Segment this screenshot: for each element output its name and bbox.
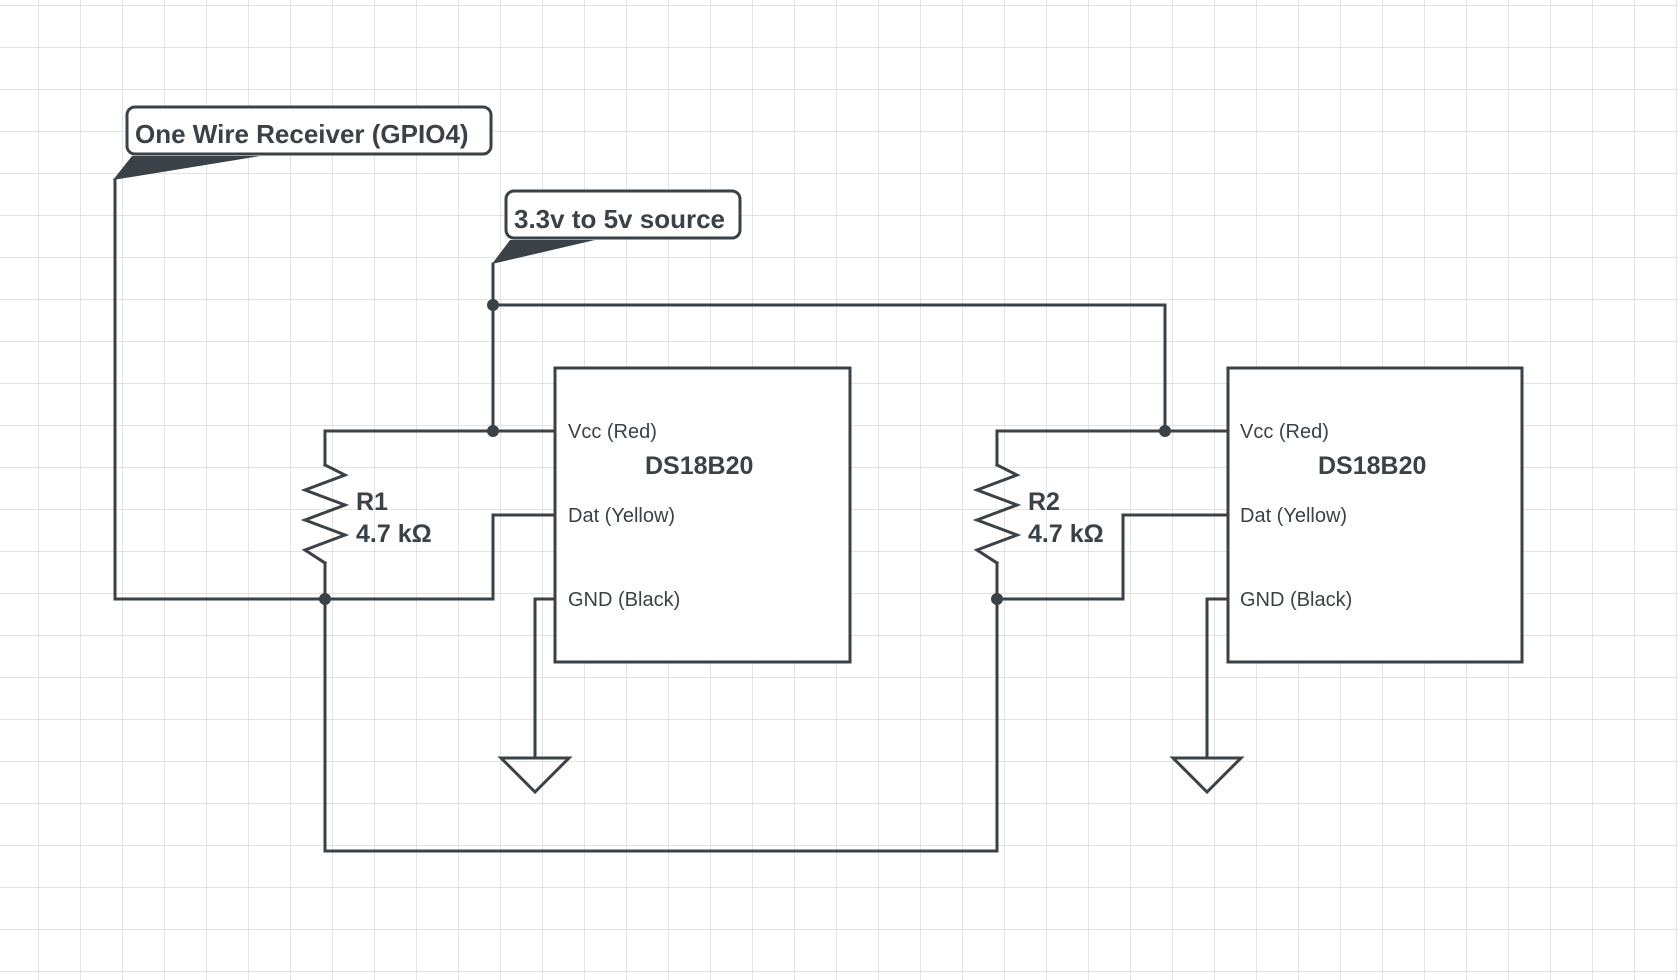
resistor-r2-zigzag [972, 462, 1022, 566]
source-label: 3.3v to 5v source [514, 204, 725, 234]
junction-vcc1 [487, 425, 499, 437]
ground-symbol-2 [1169, 756, 1245, 795]
sensor-1-body [553, 366, 852, 664]
power-bus-wire [491, 303, 1167, 433]
vcc2-wire [995, 429, 1230, 467]
gnd1-wire [533, 597, 557, 760]
junctions [319, 299, 1171, 605]
resistor-r1-zigzag [300, 462, 350, 566]
junction-data1 [319, 593, 331, 605]
dat1-wire [323, 513, 557, 601]
sensor-1-title: DS18B20 [645, 452, 753, 480]
junction-vcc2 [1159, 425, 1171, 437]
gpio-callout-tail [113, 156, 260, 180]
source-callout-tail [492, 240, 595, 264]
sensor-ds18b20-1: Vcc (Red) DS18B20 Dat (Yellow) GND (Blac… [553, 366, 852, 664]
resistor-r1-value: 4.7 kΩ [356, 520, 432, 548]
vcc1-wire [323, 429, 557, 467]
resistor-r2: R2 4.7 kΩ [972, 462, 1104, 566]
dat2-wire [995, 513, 1230, 601]
junction-power-bus [487, 299, 499, 311]
source-callout-box [504, 189, 742, 240]
gpio-label: One Wire Receiver (GPIO4) [135, 119, 469, 149]
sensor-2-vcc-label: Vcc (Red) [1240, 421, 1329, 443]
ground-symbol-1 [497, 756, 573, 795]
wires [113, 178, 1230, 853]
sensor-ds18b20-2: Vcc (Red) DS18B20 Dat (Yellow) GND (Blac… [1226, 366, 1524, 664]
resistor-r1: R1 4.7 kΩ [300, 462, 432, 566]
gpio-callout-box [125, 105, 493, 156]
source-callout: 3.3v to 5v source [492, 189, 742, 264]
resistor-r1-name: R1 [356, 488, 388, 516]
data-bus-wire [323, 597, 999, 853]
gnd2-wire [1205, 597, 1230, 760]
sensor-1-dat-label: Dat (Yellow) [568, 505, 675, 527]
gpio-wire [113, 178, 327, 601]
gpio-callout: One Wire Receiver (GPIO4) [113, 105, 493, 180]
sensor-2-title: DS18B20 [1318, 452, 1426, 480]
junction-data2 [991, 593, 1003, 605]
sensor-2-body [1226, 366, 1524, 664]
sensor-1-vcc-label: Vcc (Red) [568, 421, 657, 443]
resistor-r2-value: 4.7 kΩ [1028, 520, 1104, 548]
resistor-r2-name: R2 [1028, 488, 1060, 516]
sensor-1-gnd-label: GND (Black) [568, 589, 680, 611]
sensor-2-gnd-label: GND (Black) [1240, 589, 1352, 611]
sensor-2-dat-label: Dat (Yellow) [1240, 505, 1347, 527]
